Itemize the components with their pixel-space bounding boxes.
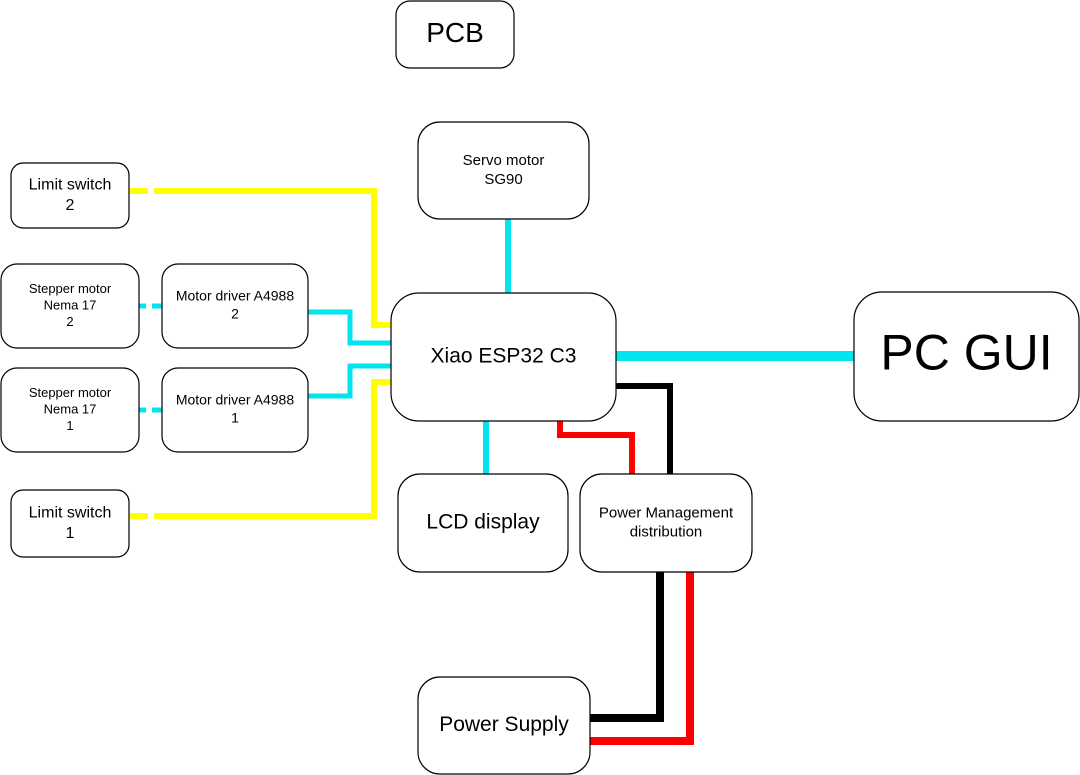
- power-management-block: Power Management distribution: [579, 473, 753, 573]
- limit-switch-2-label-line: 2: [66, 197, 75, 214]
- power-supply-label-line: Power Supply: [439, 713, 569, 736]
- motor-driver-1-label-line: 1: [231, 410, 239, 426]
- lcd-display-box: [397, 473, 569, 573]
- limit-switch-1-block: Limit switch 1: [10, 489, 130, 558]
- wire-esp-pm-ground: [616, 383, 673, 474]
- esp32-block: Xiao ESP32 C3: [390, 292, 617, 422]
- stepper-motor-2-label-line: Nema 17: [44, 297, 97, 312]
- esp32-label-line: Xiao ESP32 C3: [431, 345, 577, 368]
- limit-switch-1-label-line: Limit switch: [29, 504, 112, 521]
- stepper-motor-1-label-line: Nema 17: [44, 401, 97, 416]
- motor-driver-1-block: Motor driver A4988 1: [161, 367, 309, 453]
- pc-gui-block: PC GUI: [853, 291, 1080, 422]
- stepper-motor-1-box: [0, 367, 140, 453]
- power-supply-box: [417, 676, 591, 775]
- stepper-motor-1-label-line: 1: [66, 418, 73, 433]
- wire-driver2-esp: [308, 309, 391, 346]
- lcd-display-label-line: LCD display: [426, 511, 540, 534]
- stepper-motor-1-label-line: Stepper motor: [29, 385, 112, 400]
- limit-switch-2-block: Limit switch 2: [10, 162, 130, 229]
- limit-switch-1-box: [10, 489, 130, 558]
- stepper-motor-2-label-line: Stepper motor: [29, 281, 112, 296]
- connections: [130, 188, 854, 745]
- wire-driver1-esp: [308, 363, 391, 399]
- limit-switch-2-box: [10, 162, 130, 229]
- power-management-label-line: distribution: [630, 524, 703, 541]
- pcb-label-line: PCB: [426, 17, 484, 48]
- pc-gui-label-line: PC GUI: [880, 325, 1052, 381]
- wire-limit2-esp-main: [154, 188, 391, 328]
- wire-limit1-esp-main: [154, 379, 391, 519]
- wire-esp-pm-power: [557, 421, 635, 474]
- pcb-block: PCB: [395, 0, 515, 69]
- servo-motor-label-line: SG90: [484, 171, 522, 188]
- servo-motor-label-line: Servo motor: [463, 152, 545, 169]
- pc-gui-box: [853, 291, 1080, 422]
- lcd-display-block: LCD display: [397, 473, 569, 573]
- motor-driver-1-box: [161, 367, 309, 453]
- motor-driver-2-block: Motor driver A4988 2: [161, 263, 309, 349]
- limit-switch-2-label-line: Limit switch: [29, 176, 112, 193]
- wire-pm-supply-ground: [590, 572, 664, 722]
- motor-driver-2-label-line: 2: [231, 306, 239, 322]
- limit-switch-1-label-line: 1: [66, 525, 75, 542]
- wire-pm-supply-power: [590, 572, 694, 745]
- power-management-label-line: Power Management: [599, 504, 734, 521]
- motor-driver-2-label-line: Motor driver A4988: [176, 288, 294, 304]
- servo-motor-box: [417, 121, 590, 220]
- stepper-motor-2-box: [0, 263, 140, 349]
- power-supply-block: Power Supply: [417, 676, 591, 775]
- motor-driver-1-label-line: Motor driver A4988: [176, 392, 294, 408]
- pcb-box: [395, 0, 515, 69]
- power-management-box: [579, 473, 753, 573]
- esp32-box: [390, 292, 617, 422]
- motor-driver-2-box: [161, 263, 309, 349]
- stepper-motor-2-label-line: 2: [66, 314, 73, 329]
